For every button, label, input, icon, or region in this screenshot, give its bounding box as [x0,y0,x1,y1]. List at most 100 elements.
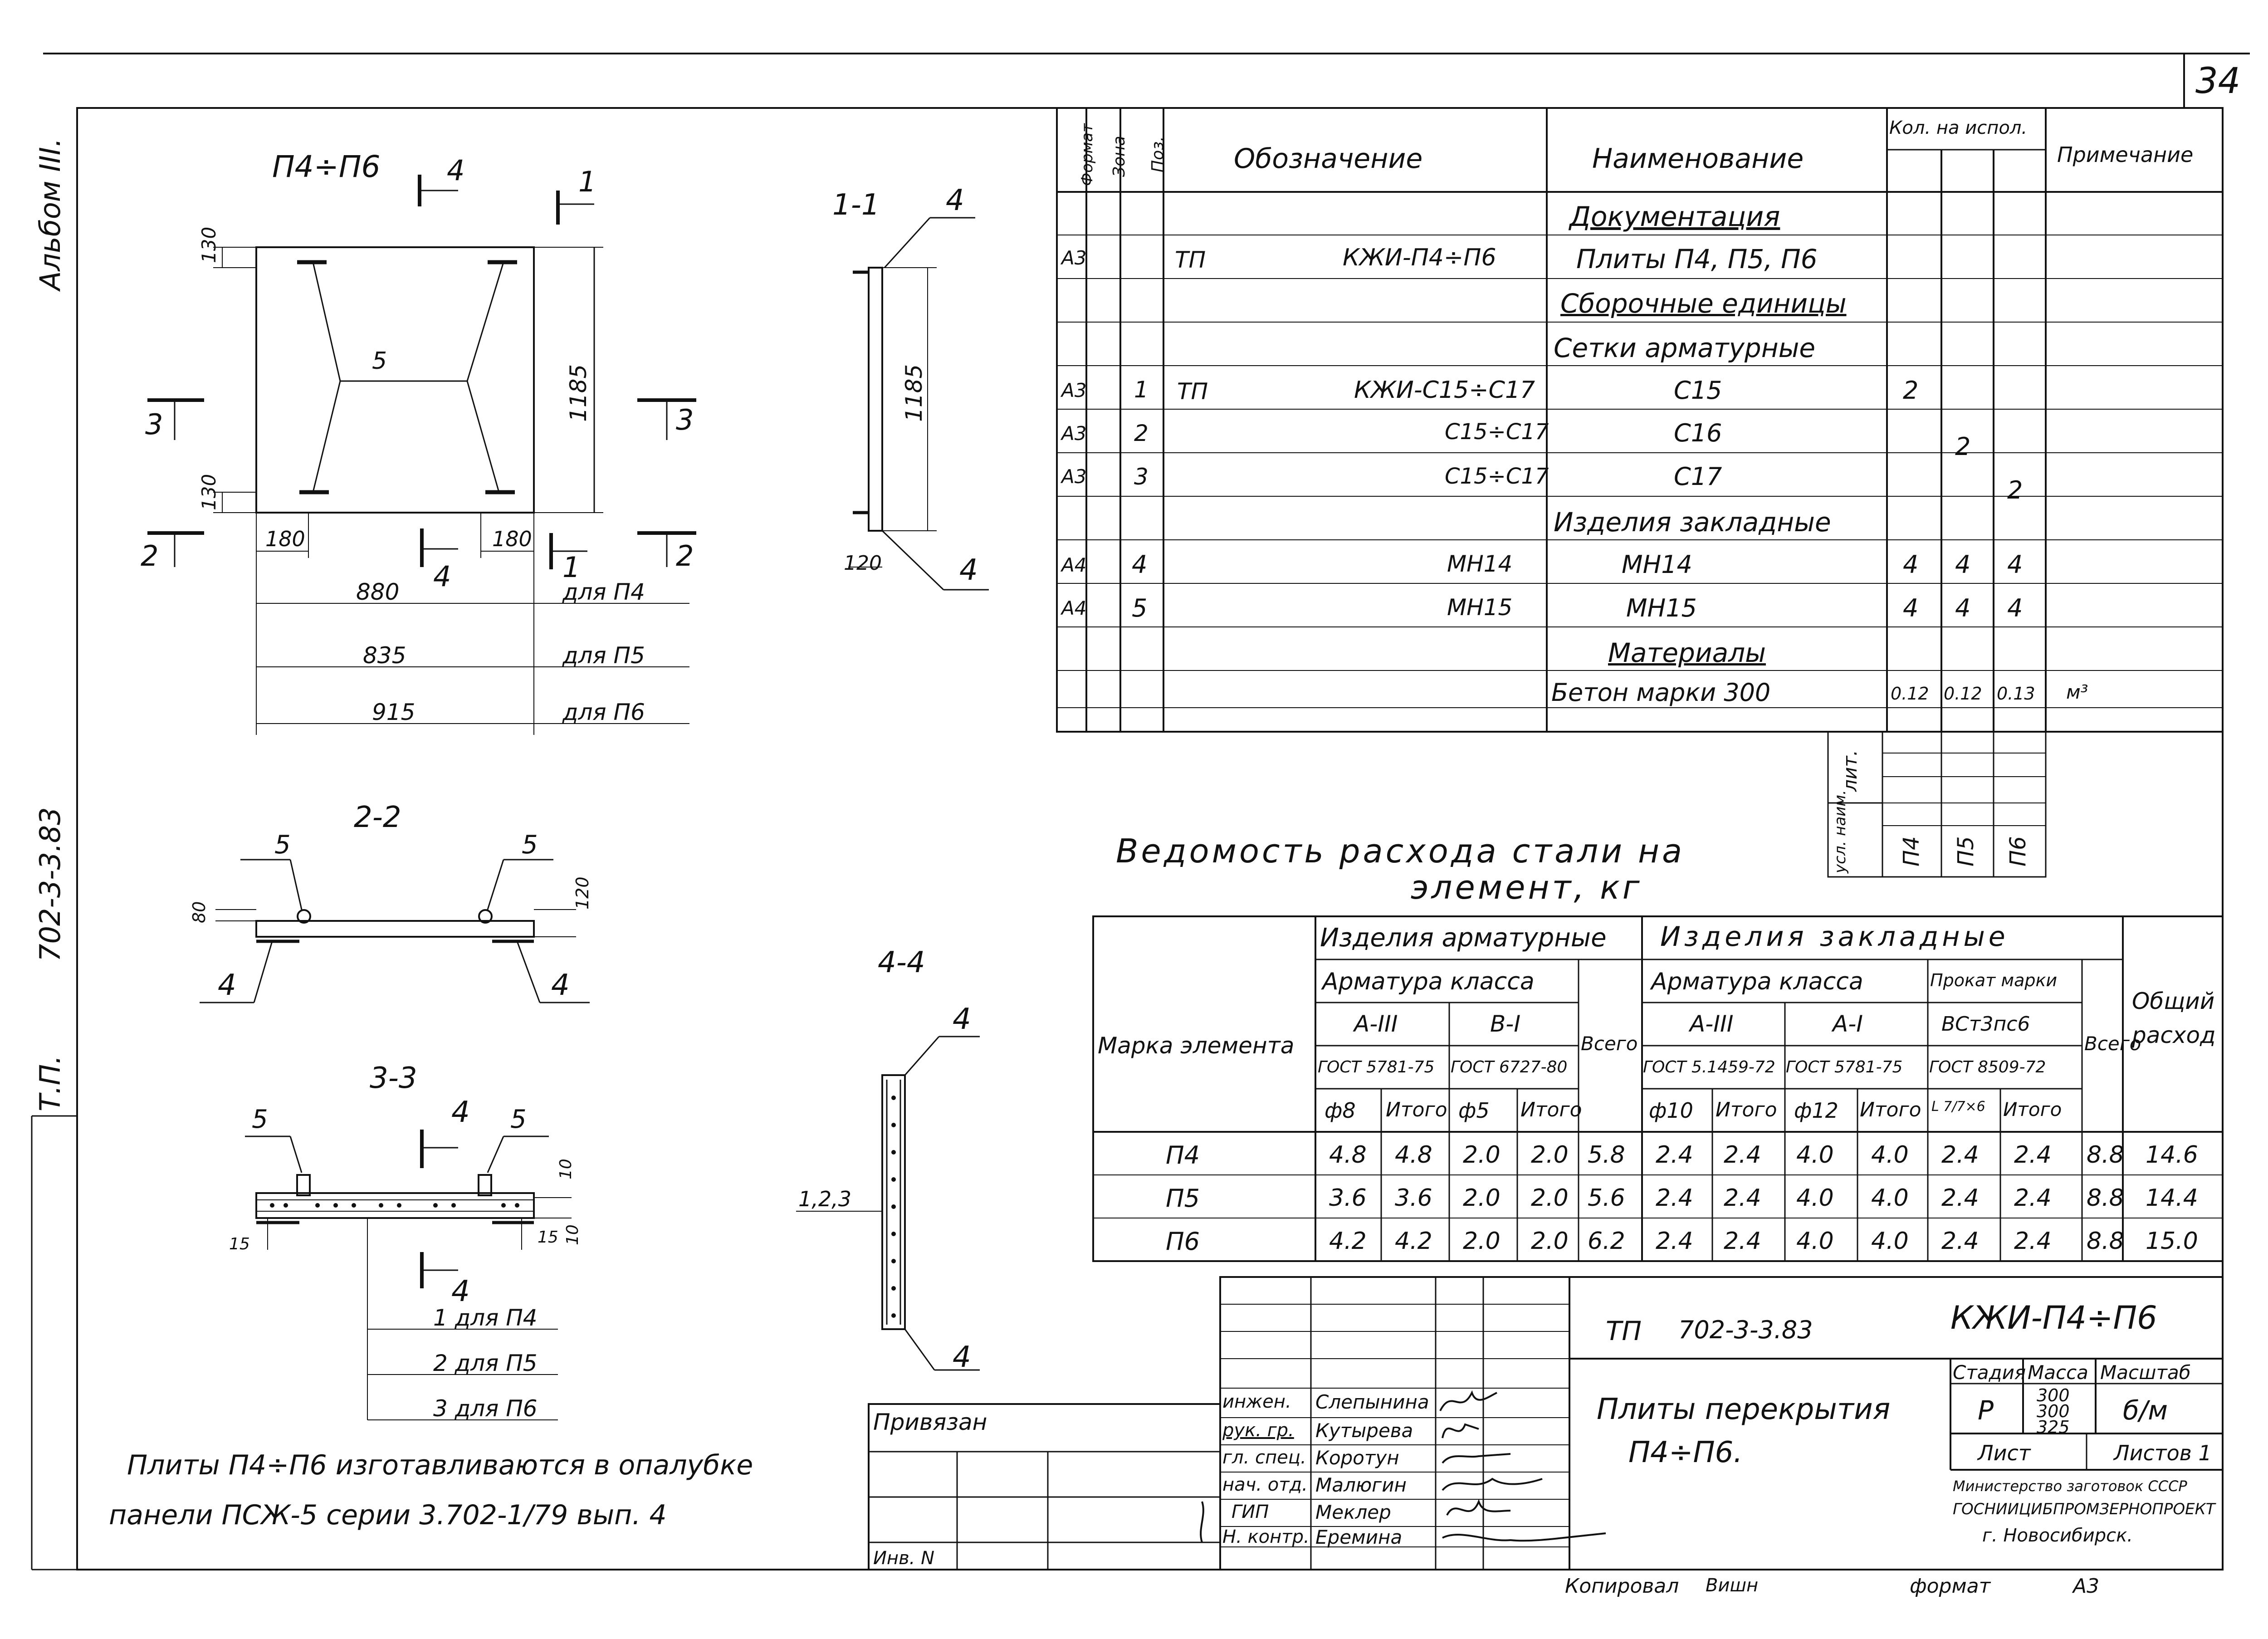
format-value: А3 [2073,1575,2100,1598]
spec-designation: КЖИ-П4÷П6 [1343,244,1496,271]
spec-qty-3: 4 [2007,594,2023,622]
spec-format: А3 [1061,422,1087,445]
plan-outline [255,246,535,514]
steel-cell: 2.4 [2014,1184,2052,1212]
stamp-role: рук. гр. [1222,1420,1294,1441]
steel-header-gost-2: ГОСТ 6727-80 [1451,1058,1568,1076]
steel-cell: 8.8 [2087,1228,2124,1255]
stamp-name: Кутырева [1315,1419,1413,1442]
signatures [1200,1390,1606,1543]
stamp-org-3: г. Новосибирск. [1982,1525,2133,1546]
spec-prefix: ТП [1175,247,1206,273]
stamp-name: Еремина [1315,1526,1403,1548]
steel-header-mark: Марка элемента [1098,1032,1295,1059]
spec-designation: КЖИ-С15÷С17 [1354,377,1535,404]
steel-cell: 8.8 [2087,1184,2124,1212]
steel-cell: 2.4 [1941,1228,1979,1255]
spec-designation: МН14 [1447,551,1513,577]
plan-width-915: 915 [372,699,415,725]
spec-header-name: Наименование [1592,143,1804,175]
spec-designation: МН15 [1447,594,1513,621]
steel-header-arm-products: Изделия арматурные [1320,923,1607,953]
spec-qty-2: 4 [1955,594,1971,622]
steel-cell: 3.6 [1329,1184,1367,1212]
section-3-3-note-1: 1 для П4 [433,1305,538,1331]
steel-cell: 4.2 [1395,1228,1432,1255]
plan-width-835-note: для П5 [562,642,645,669]
steel-col-total-a3b: Итого [1716,1098,1777,1121]
steel-header-a1: А-I [1833,1011,1863,1037]
steel-cell: 2.0 [1463,1141,1501,1169]
steel-col-f12: ф12 [1794,1098,1838,1123]
stamp-project-prefix: ТП [1606,1316,1642,1346]
stamp-tied: Привязан [873,1409,987,1435]
section-2-2-mark-right: 4 [551,969,570,1002]
steel-cell: 2.0 [1531,1141,1569,1169]
plan-width-915-note: для П6 [562,699,645,725]
spec-format: А4 [1061,554,1087,576]
spec-format: А3 [1061,379,1087,401]
stamp-scale: б/м [2123,1395,2168,1426]
steel-header-overall: Общий расход [2132,988,2216,1048]
spec-pos: 4 [1132,550,1148,579]
plan-mark-1-bottom: 1 [562,551,581,584]
steel-cell: 2.0 [1463,1184,1501,1212]
steel-col-total-a3: Итого [1386,1098,1447,1121]
plan-mark-4-bottom: 4 [433,560,451,593]
steel-cell: 4.0 [1871,1141,1909,1169]
spec-format: А4 [1061,597,1087,619]
spec-designation: С15÷С17 [1445,464,1549,489]
plan-title: П4÷П6 [272,149,381,184]
spec-qty-1: 2 [1903,376,1919,405]
stamp-stage: Р [1978,1395,1994,1426]
steel-header-gost-4: ГОСТ 5781-75 [1786,1058,1903,1076]
steel-cell: 2.4 [1656,1228,1693,1255]
plan-dim-right: 180 [492,527,532,551]
note-line-2: панели ПСЖ-5 серии 3.702-1/79 вып. 4 [109,1499,667,1531]
spec-header-note: Примечание [2057,142,2194,167]
steel-col-f8: ф8 [1325,1098,1356,1123]
stamp-mass-3: 325 [2037,1417,2070,1437]
steel-cell: 4.0 [1871,1228,1909,1255]
spec-name: Бетон марки 300 [1551,678,1771,707]
plan-width-880: 880 [356,579,400,605]
steel-cell: 2.4 [2014,1228,2052,1255]
spec-name: Плиты П4, П5, П6 [1576,244,1818,274]
spec-qty-3: 0.13 [1997,684,2035,704]
steel-cell: 6.2 [1588,1228,1625,1255]
steel-col-total-a1: Итого [1860,1098,1921,1121]
stamp-scale-header: Масштаб [2100,1361,2191,1384]
steel-cell: 4.0 [1796,1141,1834,1169]
spec-name: С17 [1674,462,1722,491]
spec-name: Сетки арматурные [1554,333,1816,363]
section-3-3-pos-right: 5 [510,1105,527,1134]
spec-name: С16 [1674,419,1722,447]
spec-qty-1: 4 [1903,550,1919,579]
steel-header-gost-1: ГОСТ 5781-75 [1318,1058,1435,1076]
stamp-mass-header: Масса [2028,1361,2088,1384]
spec-name: МН15 [1626,594,1697,622]
stamp-project-number: 702-3-3.83 [1678,1316,1813,1344]
steel-row-mark: П6 [1166,1227,1200,1256]
spec-name: Документация [1569,201,1780,233]
spec-format: А3 [1061,465,1087,488]
steel-header-total-2: Всего [2084,1032,2141,1055]
spec-name: Сборочные единицы [1560,288,1847,319]
stamp-mass-2: 300 [2037,1401,2070,1421]
steel-header-arm-class-2: Арматура класса [1651,968,1863,995]
plan-mark-4-top: 4 [447,154,465,187]
stamp-role: нач. отд. [1222,1474,1308,1495]
spec-qty-2: 0.12 [1944,684,1982,704]
steel-header-b1: В-I [1490,1011,1521,1037]
steel-col-angle: L 7/7×6 [1931,1099,1985,1115]
spec-qty-2: 4 [1955,550,1971,579]
steel-cell: 14.6 [2146,1141,2198,1169]
steel-cell: 2.4 [1724,1228,1761,1255]
section-2-2-pos-right: 5 [522,830,538,860]
steel-cell: 4.0 [1871,1184,1909,1212]
steel-cell: 14.4 [2146,1184,2198,1212]
steel-title-line2: элемент, кг [1411,868,1642,906]
steel-col-f5: ф5 [1458,1098,1490,1123]
